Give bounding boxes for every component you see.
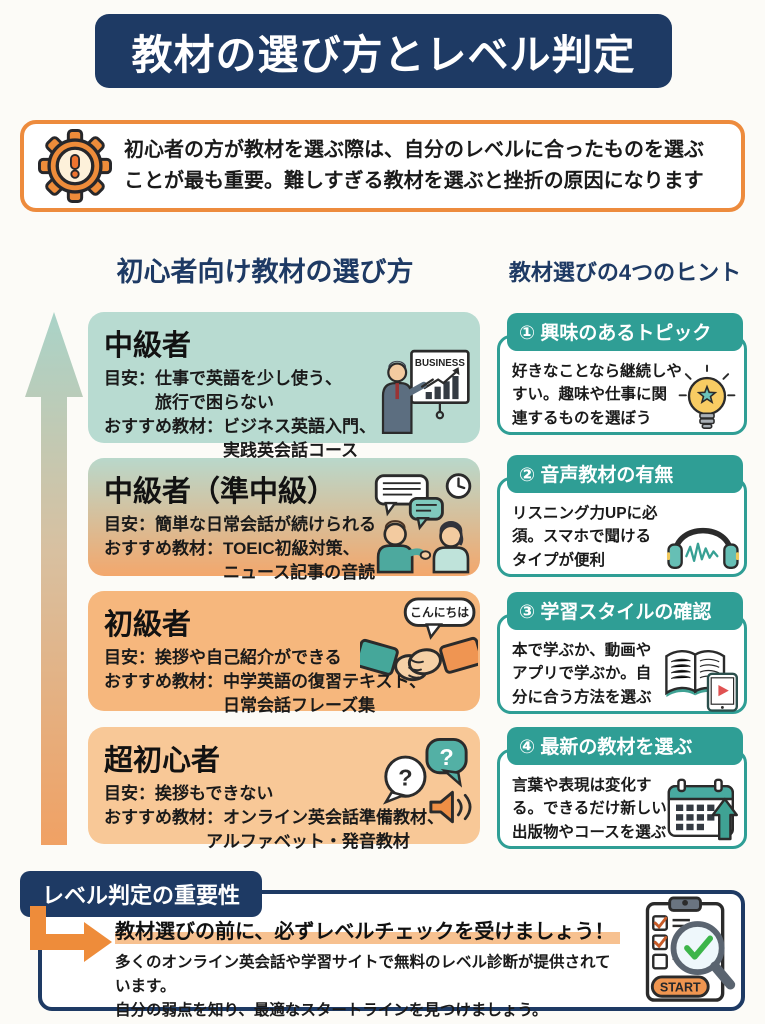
calendar-up-icon	[667, 778, 738, 841]
level-title: 中級者（準中級）	[104, 476, 337, 508]
greeting-bubble-label: こんにちは	[410, 607, 469, 620]
level-check-tab: レベル判定の重要性	[20, 871, 263, 917]
gear-warning-icon	[38, 129, 112, 203]
hint-card-audio: ② 音声教材の有無 リスニング力UPに必 須。スマホで聞ける タイプが便利	[497, 455, 747, 577]
hint-body: 好きなことなら継続しや すい。趣味や仕事に関 連するものを選ぼう	[497, 335, 747, 435]
checklist-magnifier-icon: START	[645, 896, 736, 1002]
level-card-intermediate: 中級者 目安：仕事で英語を少し使う、 旅行で困らない おすすめ教材：ビジネス英語…	[88, 312, 480, 460]
level-title: 初級者	[104, 609, 192, 641]
svg-text:?: ?	[398, 764, 412, 790]
warning-callout: 初心者の方が教材を選ぶ際は、自分のレベルに合ったものを選ぶ ことが最も重要。難し…	[20, 120, 745, 212]
question-speaker-icon: ? ?	[382, 737, 472, 824]
headphones-icon	[666, 528, 740, 569]
hint-body: リスニング力UPに必 須。スマホで聞ける タイプが便利	[497, 477, 747, 577]
page-title: 教材の選び方とレベル判定	[131, 32, 636, 78]
level-title: 中級者	[104, 330, 192, 362]
right-section-heading: 教材選びの4つのヒント	[508, 260, 742, 285]
level-description: 目安：挨拶や自己紹介ができる おすすめ教材：中学英語の復習テキスト、 日常会話フ…	[104, 648, 427, 716]
hint-header: ④ 最新の教材を選ぶ	[507, 727, 743, 765]
hint-text: 本で学ぶか、動画や アプリで学ぶか。自 分に合う方法を選ぶ	[512, 642, 652, 706]
hint-text: リスニング力UPに必 須。スマホで聞ける タイプが便利	[512, 505, 658, 569]
level-check-panel	[38, 890, 745, 1011]
level-card-beginner: 初級者 目安：挨拶や自己紹介ができる おすすめ教材：中学英語の復習テキスト、 日…	[88, 591, 480, 715]
hint-header: ③ 学習スタイルの確認	[507, 592, 743, 630]
page-title-banner: 教材の選び方とレベル判定	[95, 14, 672, 88]
handshake-icon: こんにちは	[360, 597, 478, 682]
conversation-icon	[374, 473, 472, 574]
hint-body: 本で学ぶか、動画や アプリで学ぶか。自 分に合う方法を選ぶ	[497, 614, 747, 714]
left-section-heading: 初心者向け教材の選び方	[116, 257, 414, 287]
hint-text: 言葉や表現は変化す る。できるだけ新しい 出版物やコースを選ぶ	[512, 777, 667, 841]
start-label: START	[660, 980, 701, 994]
hint-card-topic: ① 興味のあるトピック 好きなことなら継続しや すい。趣味や仕事に関 連するもの…	[497, 313, 747, 435]
level-title: 超初心者	[104, 745, 221, 777]
hint-card-style: ③ 学習スタイルの確認 本で学ぶか、動画や アプリで学ぶか。自 分に合う方法を選…	[497, 592, 747, 714]
lightbulb-icon	[678, 364, 736, 429]
level-progress-arrow-icon	[25, 312, 83, 845]
warning-text: 初心者の方が教材を選ぶ際は、自分のレベルに合ったものを選ぶ ことが最も重要。難し…	[124, 139, 704, 192]
hint-header: ① 興味のあるトピック	[507, 313, 743, 351]
book-tablet-icon	[665, 650, 738, 712]
level-card-absolute-beginner: 超初心者 目安：挨拶もできない おすすめ教材：オンライン英会話準備教材、 アルフ…	[88, 727, 480, 851]
business-board-label: BUSINESS	[415, 358, 465, 369]
business-presentation-icon: BUSINESS	[381, 349, 470, 434]
level-description: 目安：挨拶もできない おすすめ教材：オンライン英会話準備教材、 アルファベット・…	[104, 784, 444, 852]
hint-text: 好きなことなら継続しや すい。趣味や仕事に関 連するものを選ぼう	[512, 363, 682, 427]
hint-card-newest: ④ 最新の教材を選ぶ 言葉や表現は変化す る。できるだけ新しい 出版物やコースを…	[497, 727, 747, 849]
level-description: 目安：仕事で英語を少し使う、 旅行で困らない おすすめ教材：ビジネス英語入門、 …	[104, 369, 376, 461]
level-description: 目安：簡単な日常会話が続けられる おすすめ教材：TOEIC初級対策、 ニュース記…	[104, 515, 376, 583]
corner-arrow-icon	[30, 906, 112, 962]
level-card-pre-intermediate: 中級者（準中級） 目安：簡単な日常会話が続けられる おすすめ教材：TOEIC初級…	[88, 458, 480, 582]
hint-header: ② 音声教材の有無	[507, 455, 743, 493]
level-check-description: 多くのオンライン英会話や学習サイトで無料のレベル診断が提供されています。 自分の…	[115, 954, 611, 1020]
svg-text:?: ?	[439, 744, 453, 770]
level-check-headline: 教材選びの前に、必ずレベルチェックを受けましょう！	[115, 915, 621, 944]
